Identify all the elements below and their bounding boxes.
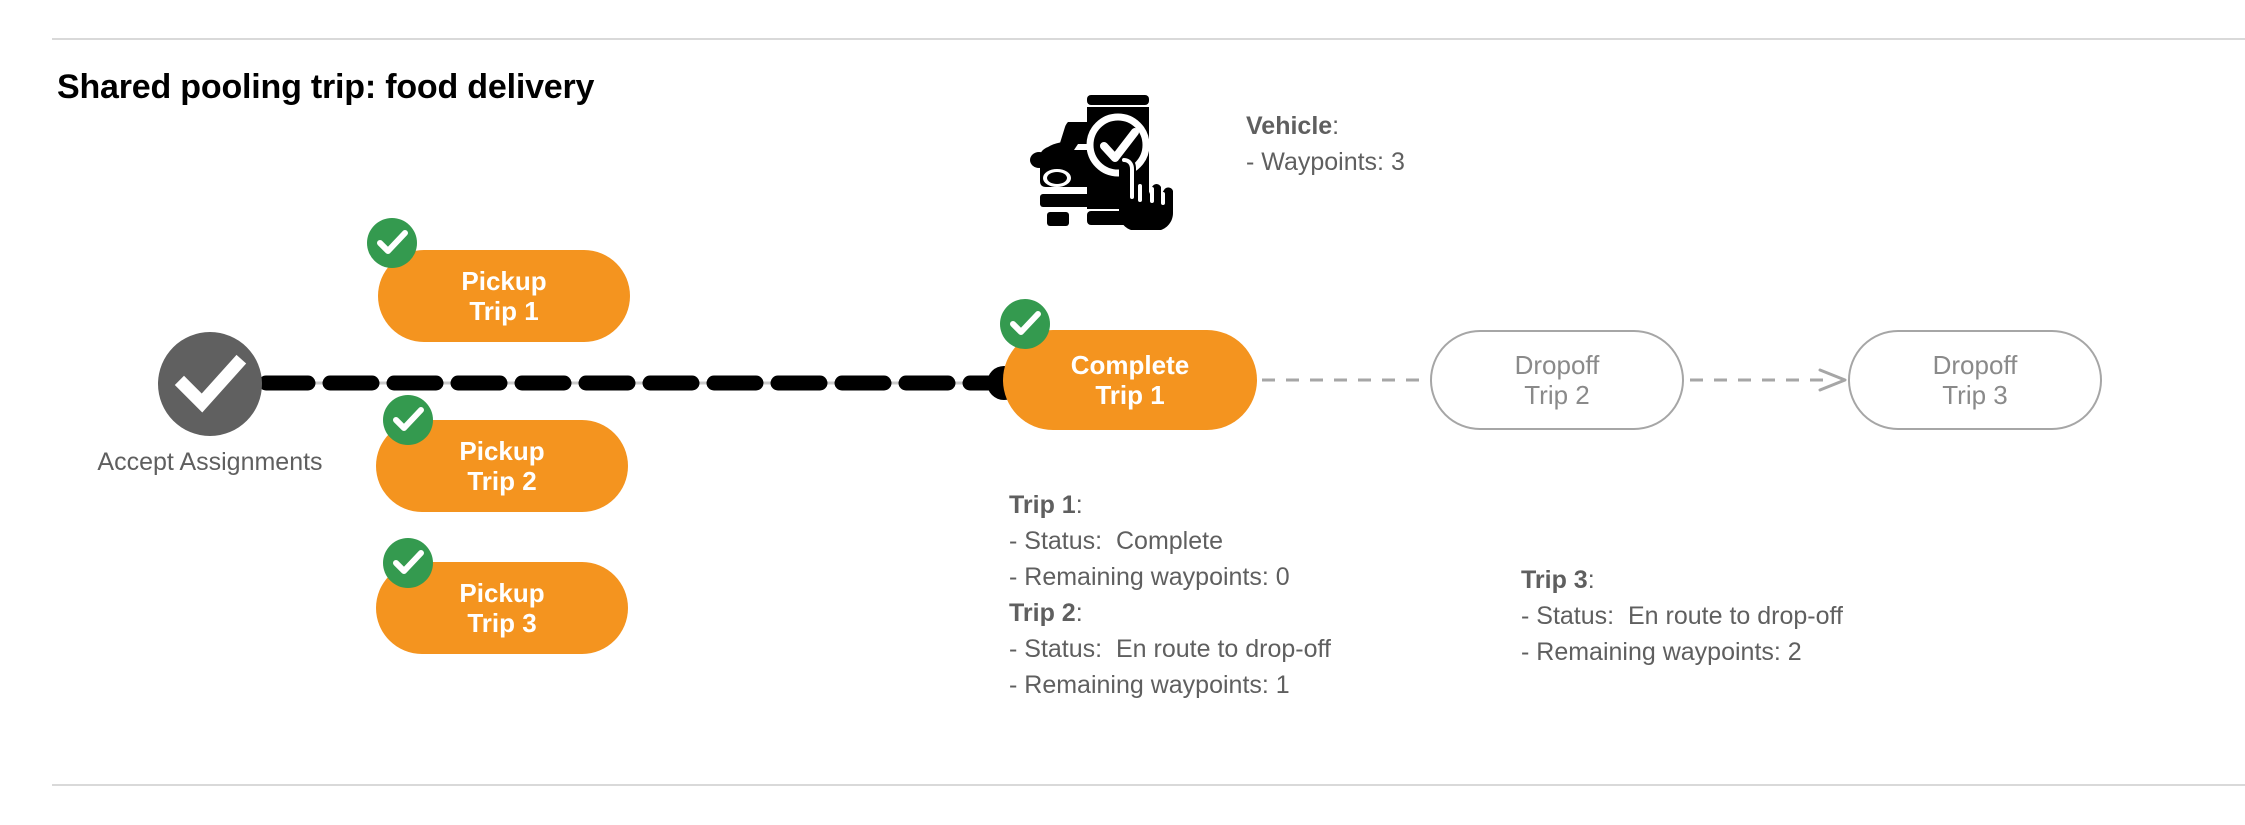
trip-1-heading-text: Trip 1	[1009, 491, 1076, 519]
node-dropoff-trip-3-line2: Trip 3	[1942, 380, 2008, 410]
node-pickup-trip-1[interactable]: Pickup Trip 1	[378, 250, 630, 342]
node-dropoff-trip-2-line2: Trip 2	[1524, 380, 1590, 410]
trip-3-heading-text: Trip 3	[1521, 566, 1588, 594]
trip-3-status-label: - Status:	[1521, 602, 1615, 630]
green-check-badge-pickup-3	[383, 538, 433, 588]
green-check-badge-complete-1	[1000, 299, 1050, 349]
trip-1-2-info-block: Trip 1: - Status: Complete - Remaining w…	[1009, 487, 1331, 703]
green-check-badge-pickup-1	[367, 218, 417, 268]
green-check-badge-pickup-2	[383, 395, 433, 445]
trip-1-heading-suffix: :	[1075, 491, 1083, 519]
trip-2-heading: Trip 2:	[1009, 595, 1331, 631]
node-dropoff-trip-2-line1: Dropoff	[1514, 349, 1600, 380]
node-pickup-trip-1-line1: Pickup	[461, 265, 547, 296]
trip-3-status-value: En route to drop-off	[1628, 602, 1843, 630]
vehicle-info-block: Vehicle: - Waypoints: 3	[1246, 108, 1405, 180]
trip-1-status-label: - Status:	[1009, 527, 1103, 555]
node-pickup-trip-3-line1: Pickup	[459, 577, 545, 608]
accept-assignments-node[interactable]	[158, 332, 262, 436]
trip-2-status-value: En route to drop-off	[1116, 635, 1331, 663]
trip-2-heading-text: Trip 2	[1009, 599, 1076, 627]
node-complete-trip-1[interactable]: Complete Trip 1	[1003, 330, 1257, 430]
node-pickup-trip-1-line2: Trip 1	[469, 296, 539, 326]
node-dropoff-trip-3-line1: Dropoff	[1932, 349, 2018, 380]
accept-assignments-label: Accept Assignments	[90, 448, 330, 478]
trip-2-waypoints-row: - Remaining waypoints: 1	[1009, 671, 1290, 699]
trip-3-status-row: - Status: En route to drop-off	[1521, 598, 1843, 634]
trip-2-status-row: - Status: En route to drop-off	[1009, 631, 1331, 667]
trip-3-heading: Trip 3:	[1521, 562, 1843, 598]
trip-2-heading-suffix: :	[1075, 599, 1083, 627]
trip-1-status-value: Complete	[1116, 527, 1223, 555]
node-dropoff-trip-3[interactable]: Dropoff Trip 3	[1848, 330, 2102, 430]
trip-1-waypoints-row: - Remaining waypoints: 0	[1009, 563, 1290, 591]
vehicle-waypoints-row: - Waypoints: 3	[1246, 148, 1405, 176]
trip-3-heading-suffix: :	[1587, 566, 1595, 594]
node-pickup-trip-3-line2: Trip 3	[467, 608, 537, 638]
vehicle-heading-text: Vehicle	[1246, 112, 1333, 140]
node-complete-trip-1-line2: Trip 1	[1095, 380, 1165, 410]
node-dropoff-trip-2[interactable]: Dropoff Trip 2	[1430, 330, 1684, 430]
arrowhead-icon	[1818, 368, 1847, 392]
trip-2-status-label: - Status:	[1009, 635, 1103, 663]
trip-1-heading: Trip 1:	[1009, 487, 1331, 523]
bottom-divider	[52, 784, 2245, 786]
trip-1-status-row: - Status: Complete	[1009, 523, 1331, 559]
check-circle-icon	[158, 332, 262, 436]
vehicle-info-heading: Vehicle:	[1246, 108, 1405, 144]
accept-label-line2: Assignments	[179, 448, 323, 476]
vehicle-heading-suffix: :	[1332, 112, 1340, 140]
node-pickup-trip-2[interactable]: Pickup Trip 2	[376, 420, 628, 512]
node-pickup-trip-2-line1: Pickup	[459, 435, 545, 466]
trip-3-info-block: Trip 3: - Status: En route to drop-off -…	[1521, 562, 1843, 670]
node-complete-trip-1-line1: Complete	[1070, 349, 1190, 380]
node-pickup-trip-2-line2: Trip 2	[467, 466, 537, 496]
top-divider	[52, 38, 2245, 40]
trip-3-waypoints-row: - Remaining waypoints: 2	[1521, 638, 1802, 666]
vehicle-phone-check-icon	[1030, 90, 1182, 231]
page-title: Shared pooling trip: food delivery	[57, 68, 595, 106]
accept-label-line1: Accept	[97, 448, 174, 476]
